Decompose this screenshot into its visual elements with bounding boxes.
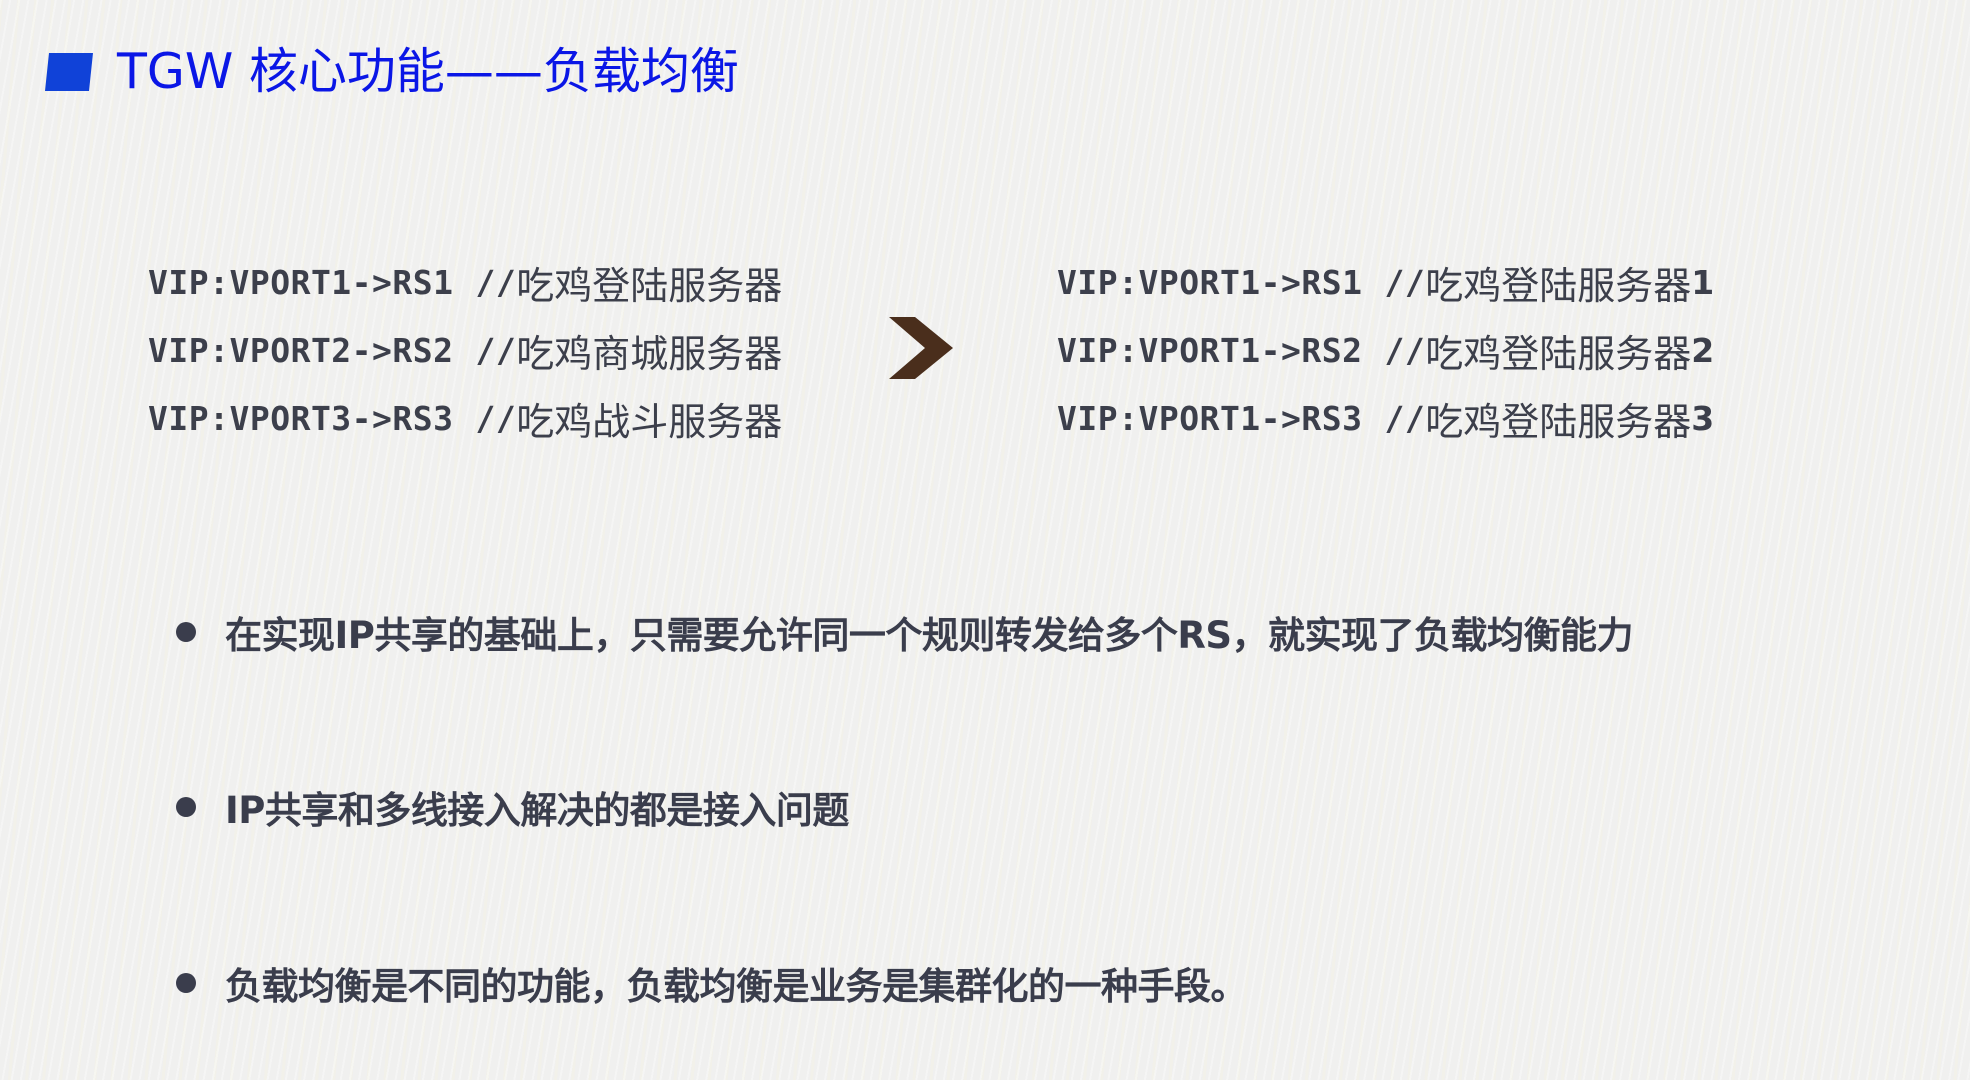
bullet-text: 在实现IP共享的基础上，只需要允许同一个规则转发给多个RS，就实现了负载均衡能力 bbox=[225, 614, 1634, 657]
rule-text: VIP:VPORT1->RS2 bbox=[1057, 330, 1363, 370]
rule-text: VIP:VPORT1->RS1 bbox=[1057, 262, 1363, 302]
chevron-right-icon bbox=[889, 317, 953, 379]
rule-comment-suffix: 3 bbox=[1691, 398, 1715, 438]
rule-line: VIP:VPORT3->RS3 // 吃鸡战斗服务器 bbox=[148, 384, 782, 452]
rule-text: VIP:VPORT3->RS3 bbox=[148, 398, 454, 438]
rule-comment-suffix: 1 bbox=[1691, 262, 1715, 302]
rule-text: VIP:VPORT1->RS3 bbox=[1057, 398, 1363, 438]
bullet-item: 负载均衡是不同的功能，负载均衡是业务是集群化的一种手段。 bbox=[176, 958, 1248, 1008]
comment-prefix: // bbox=[1384, 262, 1426, 302]
rule-comment: 吃鸡登陆服务器 bbox=[1425, 263, 1692, 308]
title-marker-square-icon bbox=[45, 53, 93, 91]
bullet-item: IP共享和多线接入解决的都是接入问题 bbox=[176, 782, 849, 832]
comment-prefix: // bbox=[1384, 330, 1426, 370]
rule-line: VIP:VPORT1->RS1 // 吃鸡登陆服务器 bbox=[148, 248, 782, 316]
rule-comment: 吃鸡登陆服务器 bbox=[516, 263, 783, 308]
bullet-text: IP共享和多线接入解决的都是接入问题 bbox=[225, 789, 849, 832]
rule-comment: 吃鸡战斗服务器 bbox=[516, 399, 783, 444]
slide-title: TGW 核心功能——负载均衡 bbox=[45, 43, 739, 100]
comment-prefix: // bbox=[1384, 398, 1426, 438]
after-rules-list: VIP:VPORT1->RS1 // 吃鸡登陆服务器 1 VIP:VPORT1-… bbox=[1057, 248, 1714, 452]
bullet-text: 负载均衡是不同的功能，负载均衡是业务是集群化的一种手段。 bbox=[225, 965, 1248, 1008]
comment-prefix: // bbox=[475, 398, 517, 438]
comment-prefix: // bbox=[475, 330, 517, 370]
bullet-dot-icon bbox=[176, 622, 196, 642]
rule-comment: 吃鸡登陆服务器 bbox=[1425, 399, 1692, 444]
rule-line: VIP:VPORT2->RS2 // 吃鸡商城服务器 bbox=[148, 316, 782, 384]
title-text: TGW 核心功能——负载均衡 bbox=[117, 43, 739, 100]
rule-line: VIP:VPORT1->RS1 // 吃鸡登陆服务器 1 bbox=[1057, 248, 1714, 316]
rule-line: VIP:VPORT1->RS3 // 吃鸡登陆服务器 3 bbox=[1057, 384, 1714, 452]
rule-text: VIP:VPORT2->RS2 bbox=[148, 330, 454, 370]
rule-comment: 吃鸡登陆服务器 bbox=[1425, 331, 1692, 376]
rule-comment: 吃鸡商城服务器 bbox=[516, 331, 783, 376]
bullet-dot-icon bbox=[176, 973, 196, 993]
bullet-item: 在实现IP共享的基础上，只需要允许同一个规则转发给多个RS，就实现了负载均衡能力 bbox=[176, 607, 1634, 657]
rule-line: VIP:VPORT1->RS2 // 吃鸡登陆服务器 2 bbox=[1057, 316, 1714, 384]
rule-text: VIP:VPORT1->RS1 bbox=[148, 262, 454, 302]
bullet-dot-icon bbox=[176, 797, 196, 817]
rule-comment-suffix: 2 bbox=[1691, 330, 1715, 370]
comment-prefix: // bbox=[475, 262, 517, 302]
before-rules-list: VIP:VPORT1->RS1 // 吃鸡登陆服务器 VIP:VPORT2->R… bbox=[148, 248, 782, 452]
